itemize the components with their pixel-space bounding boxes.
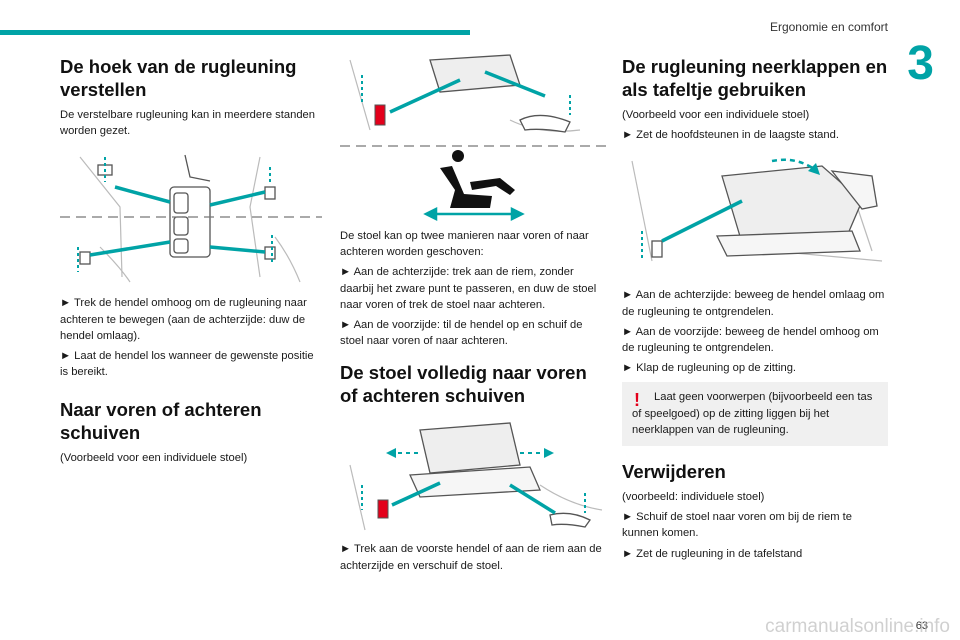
paragraph: ► Zet de rugleuning in de tafelstand [622,547,803,560]
illustration-fold-backrest [622,151,888,280]
chapter-number: 3 [907,37,934,90]
paragraph: ► Klap de rugleuning op de zitting. [622,362,797,375]
illustration-slide-seat [340,50,606,222]
page-number: 63 [915,620,928,632]
paragraph: ► Laat de hendel los wanneer de gewenste… [60,350,314,379]
column-1: De hoek van de rugleuning verstellen De … [60,55,322,471]
illustration-slide-fully [340,415,606,536]
section-title: Ergonomie en comfort [769,20,888,34]
paragraph: (Voorbeeld voor een individuele stoel) [60,452,248,465]
illustration-backrest-levers [60,147,322,288]
paragraph: ► Zet de hoofdsteunen in de laagste stan… [622,129,839,142]
column-3: De rugleuning neerklappen en als tafeltj… [622,55,888,566]
warning-text: Laat geen voorwerpen (bijvoorbeeld een t… [632,391,873,436]
paragraph: De verstelbare rugleuning kan in meerder… [60,109,315,138]
paragraph: ► Schuif de stoel naar voren om bij de r… [622,511,852,540]
heading-fold-backrest: De rugleuning neerklappen en als tafeltj… [622,56,888,100]
paragraph: De stoel kan op twee manieren naar voren… [340,230,589,259]
heading-slide-forward-backward: Naar voren of achteren schuiven [60,399,262,444]
paragraph: ► Trek de hendel omhoog om de rugleuning… [60,297,307,342]
paragraph: ► Aan de achterzijde: beweeg de hendel o… [622,289,885,318]
paragraph: (voorbeeld: individuele stoel) [622,491,765,504]
paragraph: ► Trek aan de voorste hendel of aan de r… [340,543,602,572]
header-accent-bar [0,30,470,35]
heading-slide-fully: De stoel volledig naar voren of achteren… [340,362,587,407]
paragraph: ► Aan de achterzijde: trek aan de riem, … [340,266,597,311]
paragraph: ► Aan de voorzijde: til de hendel op en … [340,319,583,348]
column-2: De stoel kan op twee manieren naar voren… [340,50,606,578]
warning-box: ! Laat geen voorwerpen (bijvoorbeeld een… [622,382,888,447]
heading-backrest-angle: De hoek van de rugleuning verstellen [60,56,297,100]
heading-remove: Verwijderen [622,461,726,483]
paragraph: (Voorbeeld voor een individuele stoel) [622,109,810,121]
watermark: carmanualsonline.info [765,616,950,637]
warning-icon: ! [634,390,640,411]
paragraph: ► Aan de voorzijde: beweeg de hendel omh… [622,325,879,355]
